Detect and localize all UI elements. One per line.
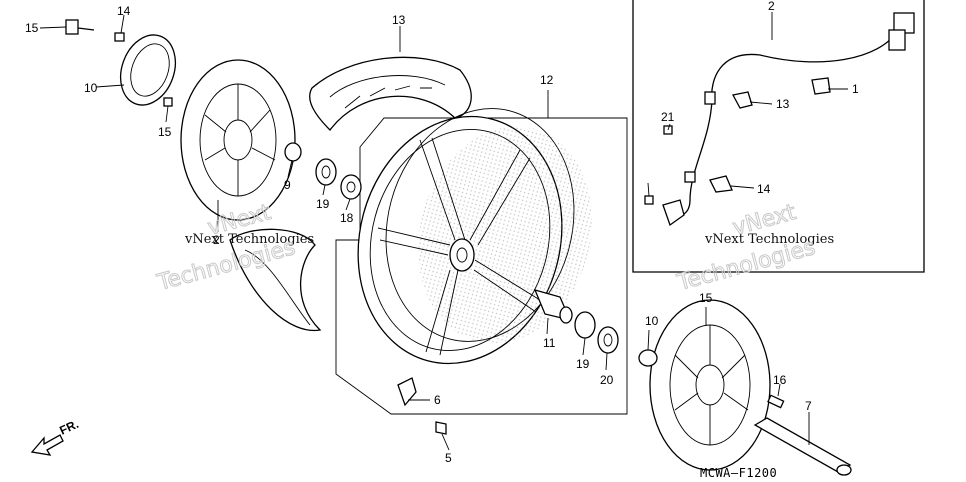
pulser-ring bbox=[119, 34, 177, 106]
callout-8: 10 bbox=[84, 81, 98, 95]
leader-lines bbox=[39, 12, 848, 451]
callout-11: 13 bbox=[392, 13, 406, 27]
callout-16: 14 bbox=[117, 4, 131, 18]
callout-17: 15 bbox=[25, 21, 39, 35]
callout-14: 15 bbox=[699, 291, 713, 305]
front-direction-arrow: FR. bbox=[30, 417, 81, 456]
callout-numbers: 15 14 10 15 9 19 18 2 13 12 11 19 20 10 … bbox=[25, 0, 859, 465]
wheel-rim bbox=[357, 108, 592, 365]
callout-18a: 18 bbox=[340, 211, 354, 225]
callout-7: 10 bbox=[645, 314, 659, 328]
callout-18b: 19 bbox=[576, 357, 590, 371]
diagram-code: MCWA–F1200 bbox=[700, 466, 777, 480]
small-parts bbox=[65, 19, 852, 476]
callout-2b: 2 bbox=[768, 0, 775, 13]
callout-15a: 15 bbox=[158, 125, 172, 139]
callout-13a: 13 bbox=[776, 97, 790, 111]
tire bbox=[229, 56, 472, 332]
sensor-inset-frame bbox=[632, 0, 925, 273]
left-brake-disc bbox=[180, 59, 296, 221]
callout-13b: 14 bbox=[757, 182, 771, 196]
right-brake-disc bbox=[649, 299, 771, 471]
direction-label: FR. bbox=[57, 417, 80, 438]
watermark-right: vNext Technologies Technologies vNext bbox=[674, 199, 835, 296]
svg-text:vNext Technologies: vNext Technologies bbox=[184, 232, 314, 247]
callout-9: 11 bbox=[543, 336, 556, 350]
callout-19a: 19 bbox=[316, 197, 330, 211]
callout-5: 7 bbox=[805, 399, 812, 413]
callout-6: 9 bbox=[284, 178, 291, 192]
callout-20: 21 bbox=[661, 110, 675, 124]
callout-1: 1 bbox=[852, 82, 859, 96]
callout-2a: 2 bbox=[213, 233, 220, 247]
callout-4: 6 bbox=[434, 393, 441, 407]
wheel-speed-sensor bbox=[644, 12, 915, 227]
svg-text:vNext Technologies: vNext Technologies bbox=[704, 232, 834, 247]
callout-15b: 16 bbox=[773, 373, 787, 387]
callout-19b: 20 bbox=[600, 373, 614, 387]
callout-10: 12 bbox=[540, 73, 554, 87]
callout-3: 5 bbox=[445, 451, 452, 465]
